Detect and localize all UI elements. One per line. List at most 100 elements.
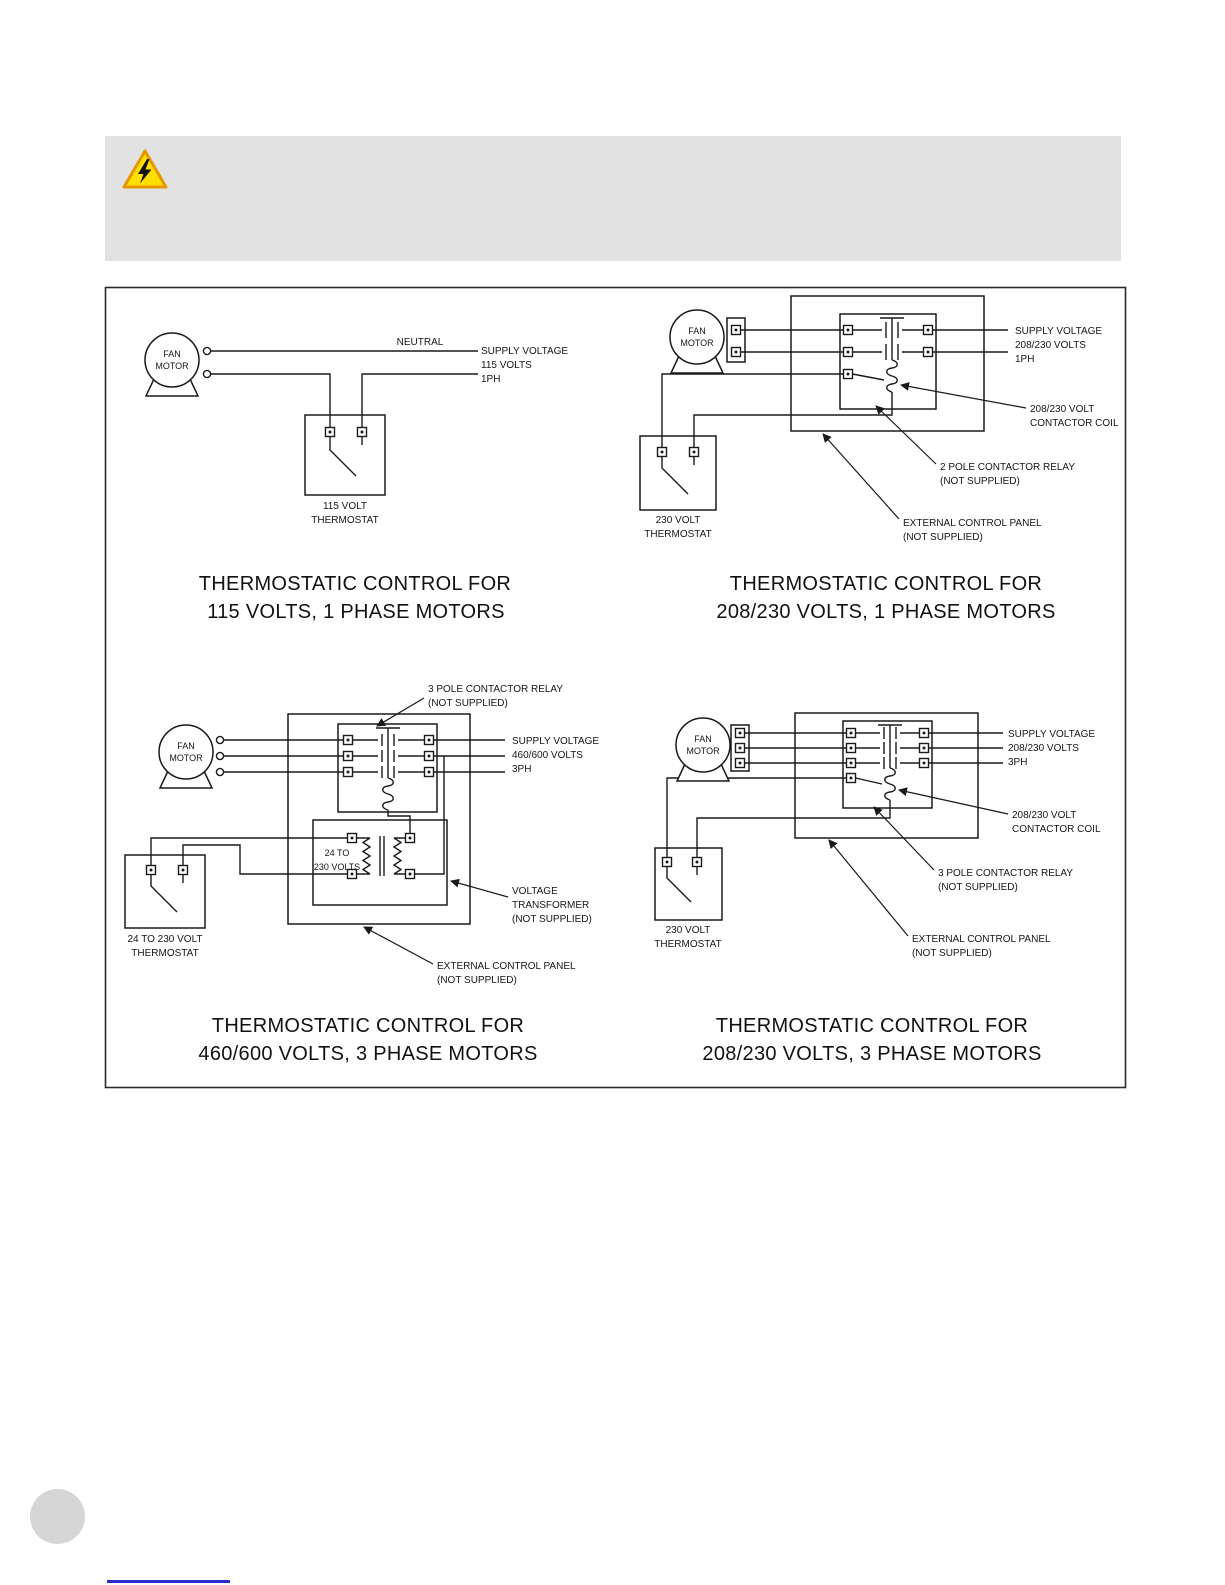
terminal-icon	[845, 772, 857, 784]
coil-label: 208/230 VOLT	[1012, 810, 1076, 821]
supply-line: 115 VOLTS	[481, 360, 532, 371]
terminal-icon	[918, 727, 930, 739]
thermostat-switch-icon	[329, 436, 363, 477]
panel-label: (NOT SUPPLIED)	[912, 948, 992, 959]
diagram-title: THERMOSTATIC CONTROL FOR	[730, 573, 1042, 595]
relay-label: 2 POLE CONTACTOR RELAY	[940, 462, 1075, 473]
supply-line: SUPPLY VOLTAGE	[481, 346, 568, 357]
panel-label: EXTERNAL CONTROL PANEL	[912, 934, 1051, 945]
terminal-icon	[842, 368, 854, 380]
terminal-icon	[845, 742, 857, 754]
supply-line: 1PH	[1015, 354, 1034, 365]
transformer-label: VOLTAGE	[512, 886, 558, 897]
terminal-icon	[404, 832, 416, 844]
relay-label: 3 POLE CONTACTOR RELAY	[938, 868, 1073, 879]
terminal-icon	[842, 346, 854, 358]
motor-terminal-icon	[734, 757, 746, 769]
thermostat-outline	[639, 435, 717, 511]
thermostat-outline	[304, 414, 386, 496]
terminal-icon	[922, 346, 934, 358]
supply-line: SUPPLY VOLTAGE	[512, 736, 599, 747]
wire-run	[661, 317, 1008, 448]
terminal-icon	[845, 757, 857, 769]
diagram-115v-1ph: FAN MOTOR NEUTRAL SUPPLY VOLTAGE 115 VOL…	[144, 332, 568, 623]
terminal-icon	[842, 324, 854, 336]
terminal-icon	[918, 742, 930, 754]
motor-terminal-icon	[730, 346, 742, 358]
motor-label: MOTOR	[686, 746, 720, 756]
panel-label: (NOT SUPPLIED)	[437, 975, 517, 986]
terminal-icon	[356, 426, 368, 438]
diagram-title: 208/230 VOLTS, 3 PHASE MOTORS	[702, 1043, 1041, 1065]
motor-terminal-icon	[215, 751, 225, 761]
thermostat-switch-icon	[150, 874, 184, 913]
motor-label: FAN	[688, 326, 706, 336]
supply-voltage-label: SUPPLY VOLTAGE 460/600 VOLTS 3PH	[512, 736, 599, 775]
hyperlink-fragment[interactable]	[107, 1580, 230, 1583]
diagram-title: THERMOSTATIC CONTROL FOR	[199, 573, 511, 595]
panel-label: EXTERNAL CONTROL PANEL	[903, 518, 1042, 529]
motor-terminal-icon	[730, 324, 742, 336]
relay-label: (NOT SUPPLIED)	[428, 698, 508, 709]
coil-label: CONTACTOR COIL	[1030, 418, 1119, 429]
page-number-circle	[30, 1489, 85, 1544]
diagram-title: 208/230 VOLTS, 1 PHASE MOTORS	[716, 601, 1055, 623]
motor-terminal-icon	[734, 742, 746, 754]
thermostat-label: 24 TO 230 VOLT	[127, 934, 202, 945]
thermostat-label: THERMOSTAT	[311, 515, 378, 526]
terminal-icon	[845, 727, 857, 739]
leader-line	[898, 787, 1009, 815]
diagram-460-600v-3ph: FAN MOTOR 24 TO 230 VOLTS 3 POLE CONTACT…	[124, 684, 599, 1065]
supply-line: 208/230 VOLTS	[1008, 743, 1079, 754]
transformer-label: TRANSFORMER	[512, 900, 589, 911]
terminal-icon	[423, 766, 435, 778]
supply-line: SUPPLY VOLTAGE	[1015, 326, 1102, 337]
thermostat-box	[304, 414, 386, 496]
leader-line	[376, 697, 425, 727]
motor-label: MOTOR	[169, 753, 203, 763]
coil-label: 208/230 VOLT	[1030, 404, 1094, 415]
supply-line: 3PH	[512, 764, 531, 775]
thermostat-outline	[124, 854, 206, 929]
thermostat-label: THERMOSTAT	[644, 529, 711, 540]
transformer-rating: 24 TO	[325, 848, 350, 858]
contactor-relay-box	[842, 720, 933, 809]
diagram-frame	[104, 286, 1127, 1089]
thermostat-label: 115 VOLT	[323, 501, 367, 512]
motor-label: FAN	[694, 734, 712, 744]
terminal-icon	[688, 446, 700, 458]
diagram-title: 115 VOLTS, 1 PHASE MOTORS	[207, 601, 505, 623]
leader-line	[875, 405, 937, 465]
leader-line	[873, 806, 935, 871]
terminal-icon	[346, 832, 358, 844]
relay-label: (NOT SUPPLIED)	[938, 882, 1018, 893]
terminal-icon	[342, 766, 354, 778]
wire-run	[666, 724, 1003, 858]
motor-label: MOTOR	[680, 338, 714, 348]
terminal-icon	[177, 864, 189, 876]
leader-line	[363, 926, 434, 965]
leader-line	[900, 382, 1027, 409]
panel-label: EXTERNAL CONTROL PANEL	[437, 961, 576, 972]
supply-line: 1PH	[481, 374, 500, 385]
wire-run	[210, 350, 478, 427]
motor-terminal-icon	[202, 346, 212, 356]
contactor-relay-box	[839, 313, 937, 410]
terminal-icon	[656, 446, 668, 458]
diagram-title: 460/600 VOLTS, 3 PHASE MOTORS	[198, 1043, 537, 1065]
lightning-bolt-icon	[138, 159, 152, 184]
supply-line: SUPPLY VOLTAGE	[1008, 729, 1095, 740]
supply-voltage-label: SUPPLY VOLTAGE 208/230 VOLTS 3PH	[1008, 729, 1095, 768]
diagram-title: THERMOSTATIC CONTROL FOR	[716, 1015, 1028, 1037]
transformer-label: (NOT SUPPLIED)	[512, 914, 592, 925]
terminal-icon	[661, 856, 673, 868]
thermostat-label: 230 VOLT	[656, 515, 701, 526]
thermostat-switch-icon	[666, 866, 698, 903]
thermostat-label: THERMOSTAT	[131, 948, 198, 959]
coil-label: CONTACTOR COIL	[1012, 824, 1101, 835]
neutral-label: NEUTRAL	[397, 337, 444, 348]
wire-run	[150, 727, 505, 876]
terminal-icon	[145, 864, 157, 876]
leader-line	[828, 839, 909, 937]
motor-label: FAN	[177, 741, 195, 751]
